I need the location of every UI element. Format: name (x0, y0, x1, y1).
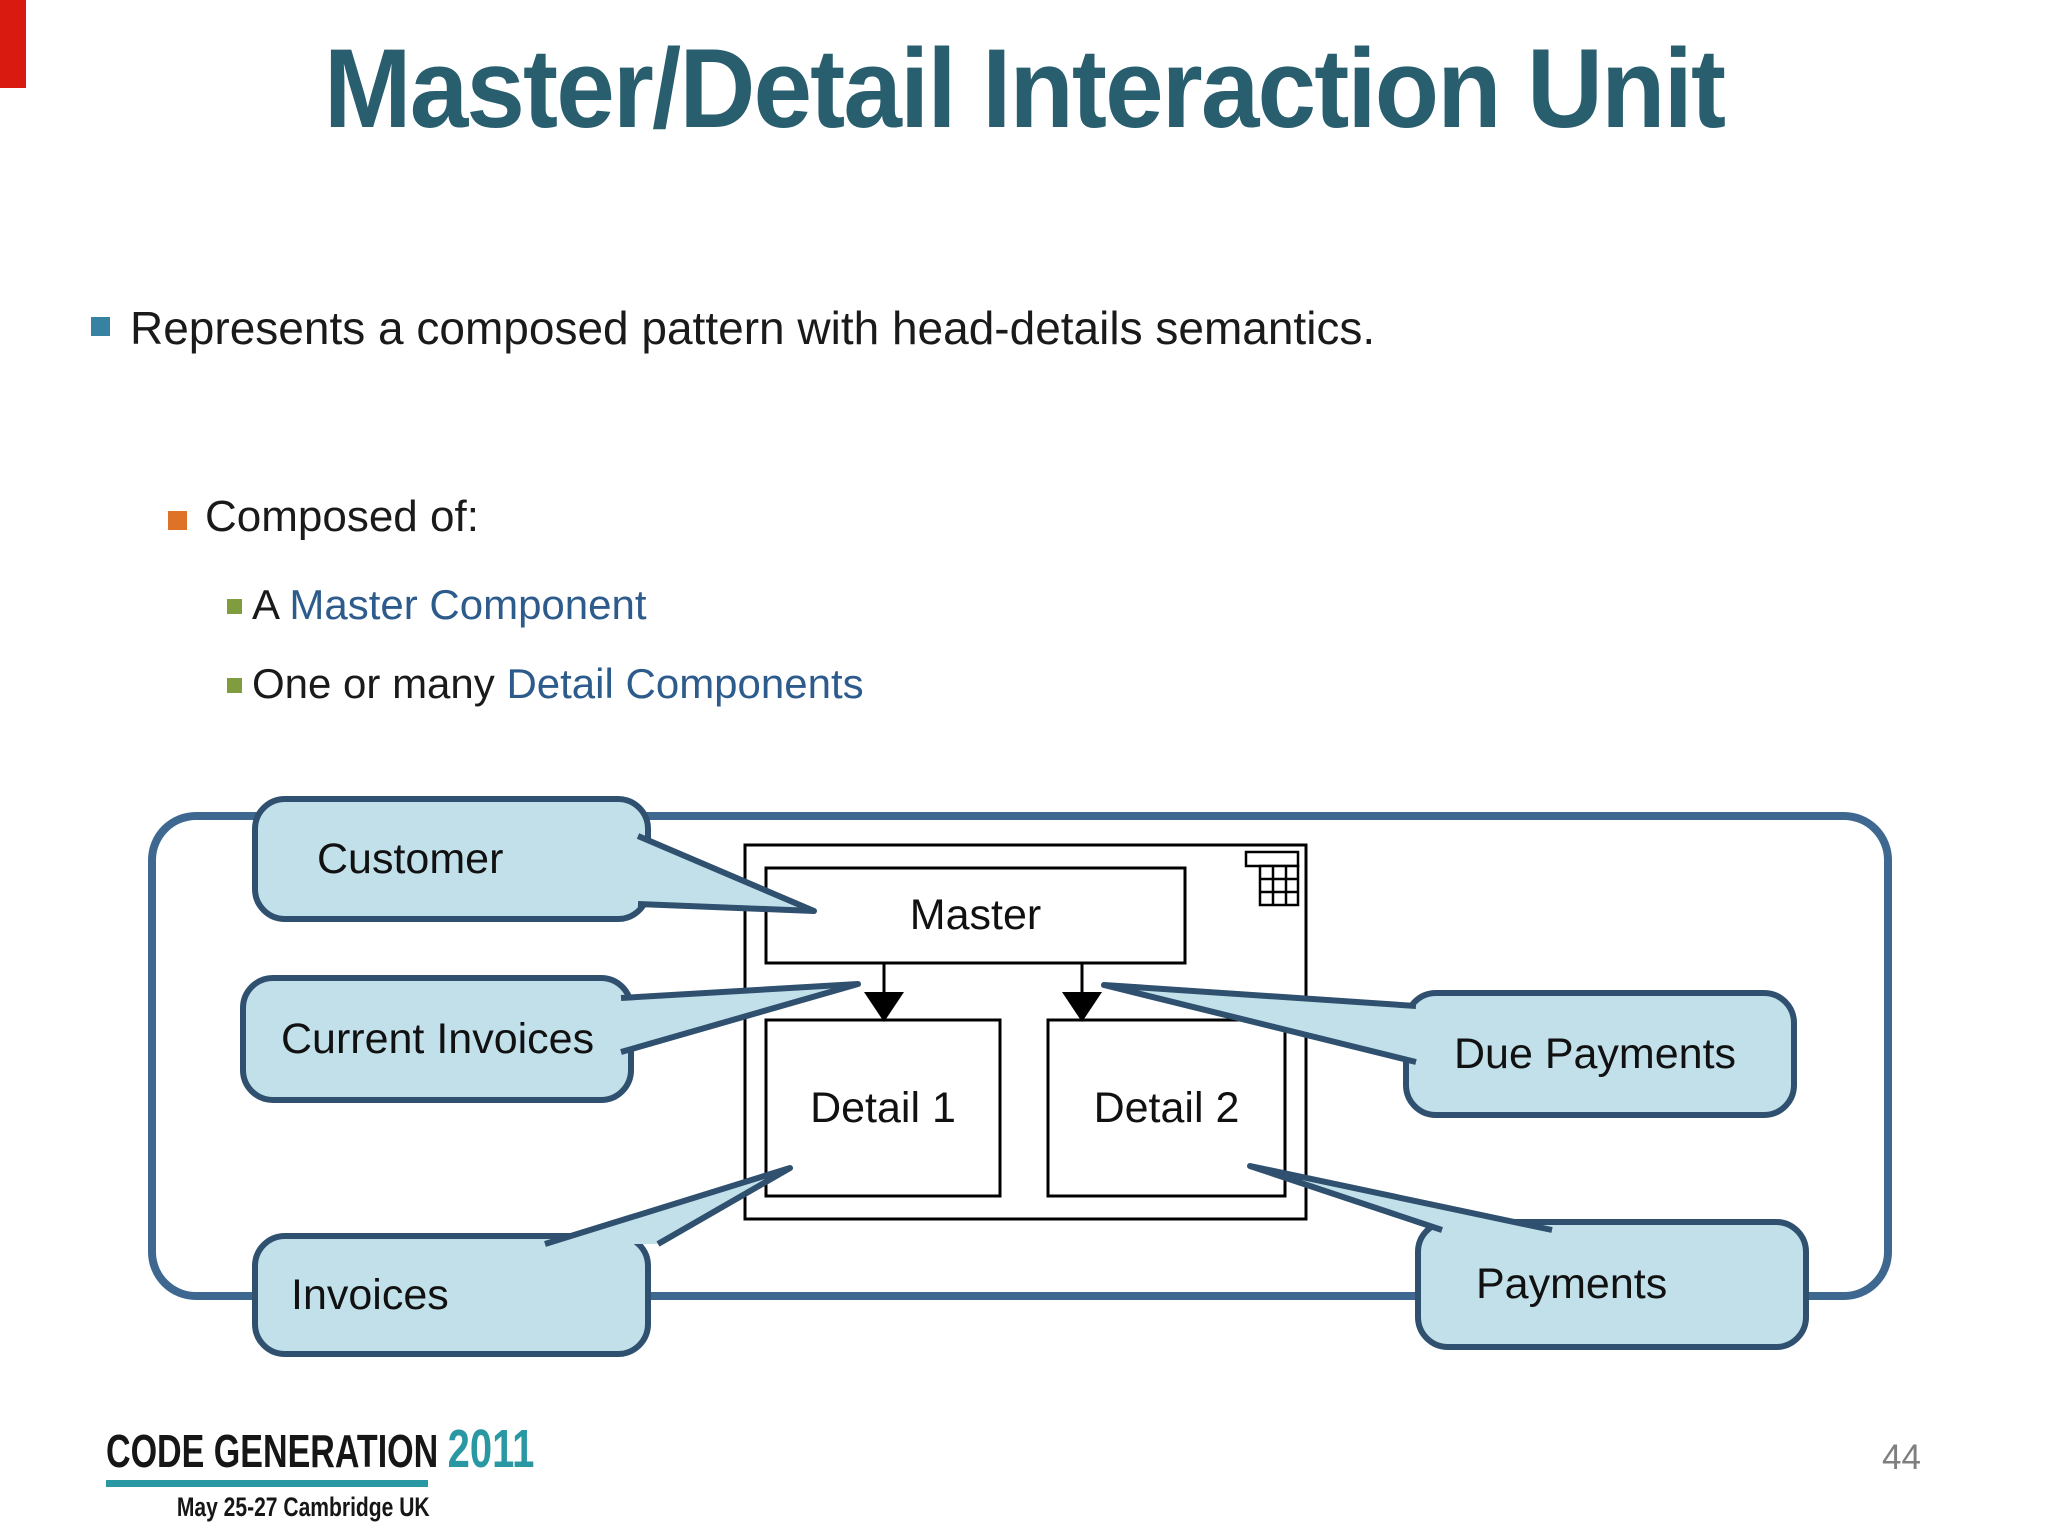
slide-title: Master/Detail Interaction Unit (323, 26, 1726, 151)
master-box-label: Master (909, 891, 1042, 939)
callout-payments-label: Payments (1476, 1260, 1668, 1308)
bullet-square-orange-icon (168, 511, 187, 530)
callout-invoices-label: Invoices (291, 1270, 449, 1319)
bullet-text-emphasis: Master Component (289, 581, 647, 628)
bullet-text-prefix: A (252, 581, 290, 628)
bullet-level3-details: One or many Detail Components (252, 660, 864, 708)
detail1-box-shape (764, 1018, 1002, 1198)
page-number: 44 (1882, 1438, 1921, 1477)
bullet-text-prefix: One or many (252, 660, 507, 707)
callout-payments-tail (1247, 1163, 1553, 1233)
logo-subtitle: May 25-27 Cambridge UK (176, 1492, 430, 1522)
table-grid-icon (1244, 850, 1300, 907)
bullet-square-olive-icon (227, 678, 242, 693)
red-corner-marker (0, 0, 26, 88)
arrow-down-icon (864, 992, 904, 1022)
logo-year: 2011 (447, 1419, 535, 1479)
bullet-square-teal-icon (91, 317, 110, 336)
master-box-shape (764, 866, 1187, 965)
callout-customer-label: Customer (317, 834, 504, 883)
bullet-level3-master: A Master Component (252, 581, 647, 629)
bullet-square-olive-icon (227, 599, 242, 614)
bullet-text-emphasis: Detail Components (506, 660, 864, 707)
detail2-box-shape (1046, 1018, 1287, 1198)
master-detail1-connector (864, 963, 904, 1022)
callout-invoices-shape (252, 1233, 651, 1357)
bullet-level1: Represents a composed pattern with head-… (130, 302, 1376, 354)
master-detail2-connector (1062, 963, 1102, 1022)
detail1-box-label: Detail 1 (810, 1083, 956, 1132)
logo-title: CODE GENERATION 2011 (106, 1422, 534, 1478)
callout-customer-tail (636, 833, 817, 914)
code-generation-logo: CODE GENERATION 2011 May 25-27 Cambridge… (106, 1422, 534, 1523)
bullet-level2: Composed of: (205, 492, 479, 541)
callout-current-invoices-label: Current Invoices (281, 1014, 595, 1063)
callout-payments-shape (1415, 1219, 1809, 1350)
callout-due-payments-tail (1101, 982, 1417, 1065)
detail2-box-label: Detail 2 (1093, 1083, 1240, 1132)
callout-invoices-tail (544, 1165, 793, 1247)
logo-divider (106, 1480, 428, 1487)
callout-due-payments-label: Due Payments (1454, 1029, 1737, 1078)
arrow-down-icon (1062, 992, 1102, 1022)
callout-current-invoices-tail (620, 981, 861, 1055)
logo-title-black: CODE GENERATION (106, 1425, 448, 1477)
